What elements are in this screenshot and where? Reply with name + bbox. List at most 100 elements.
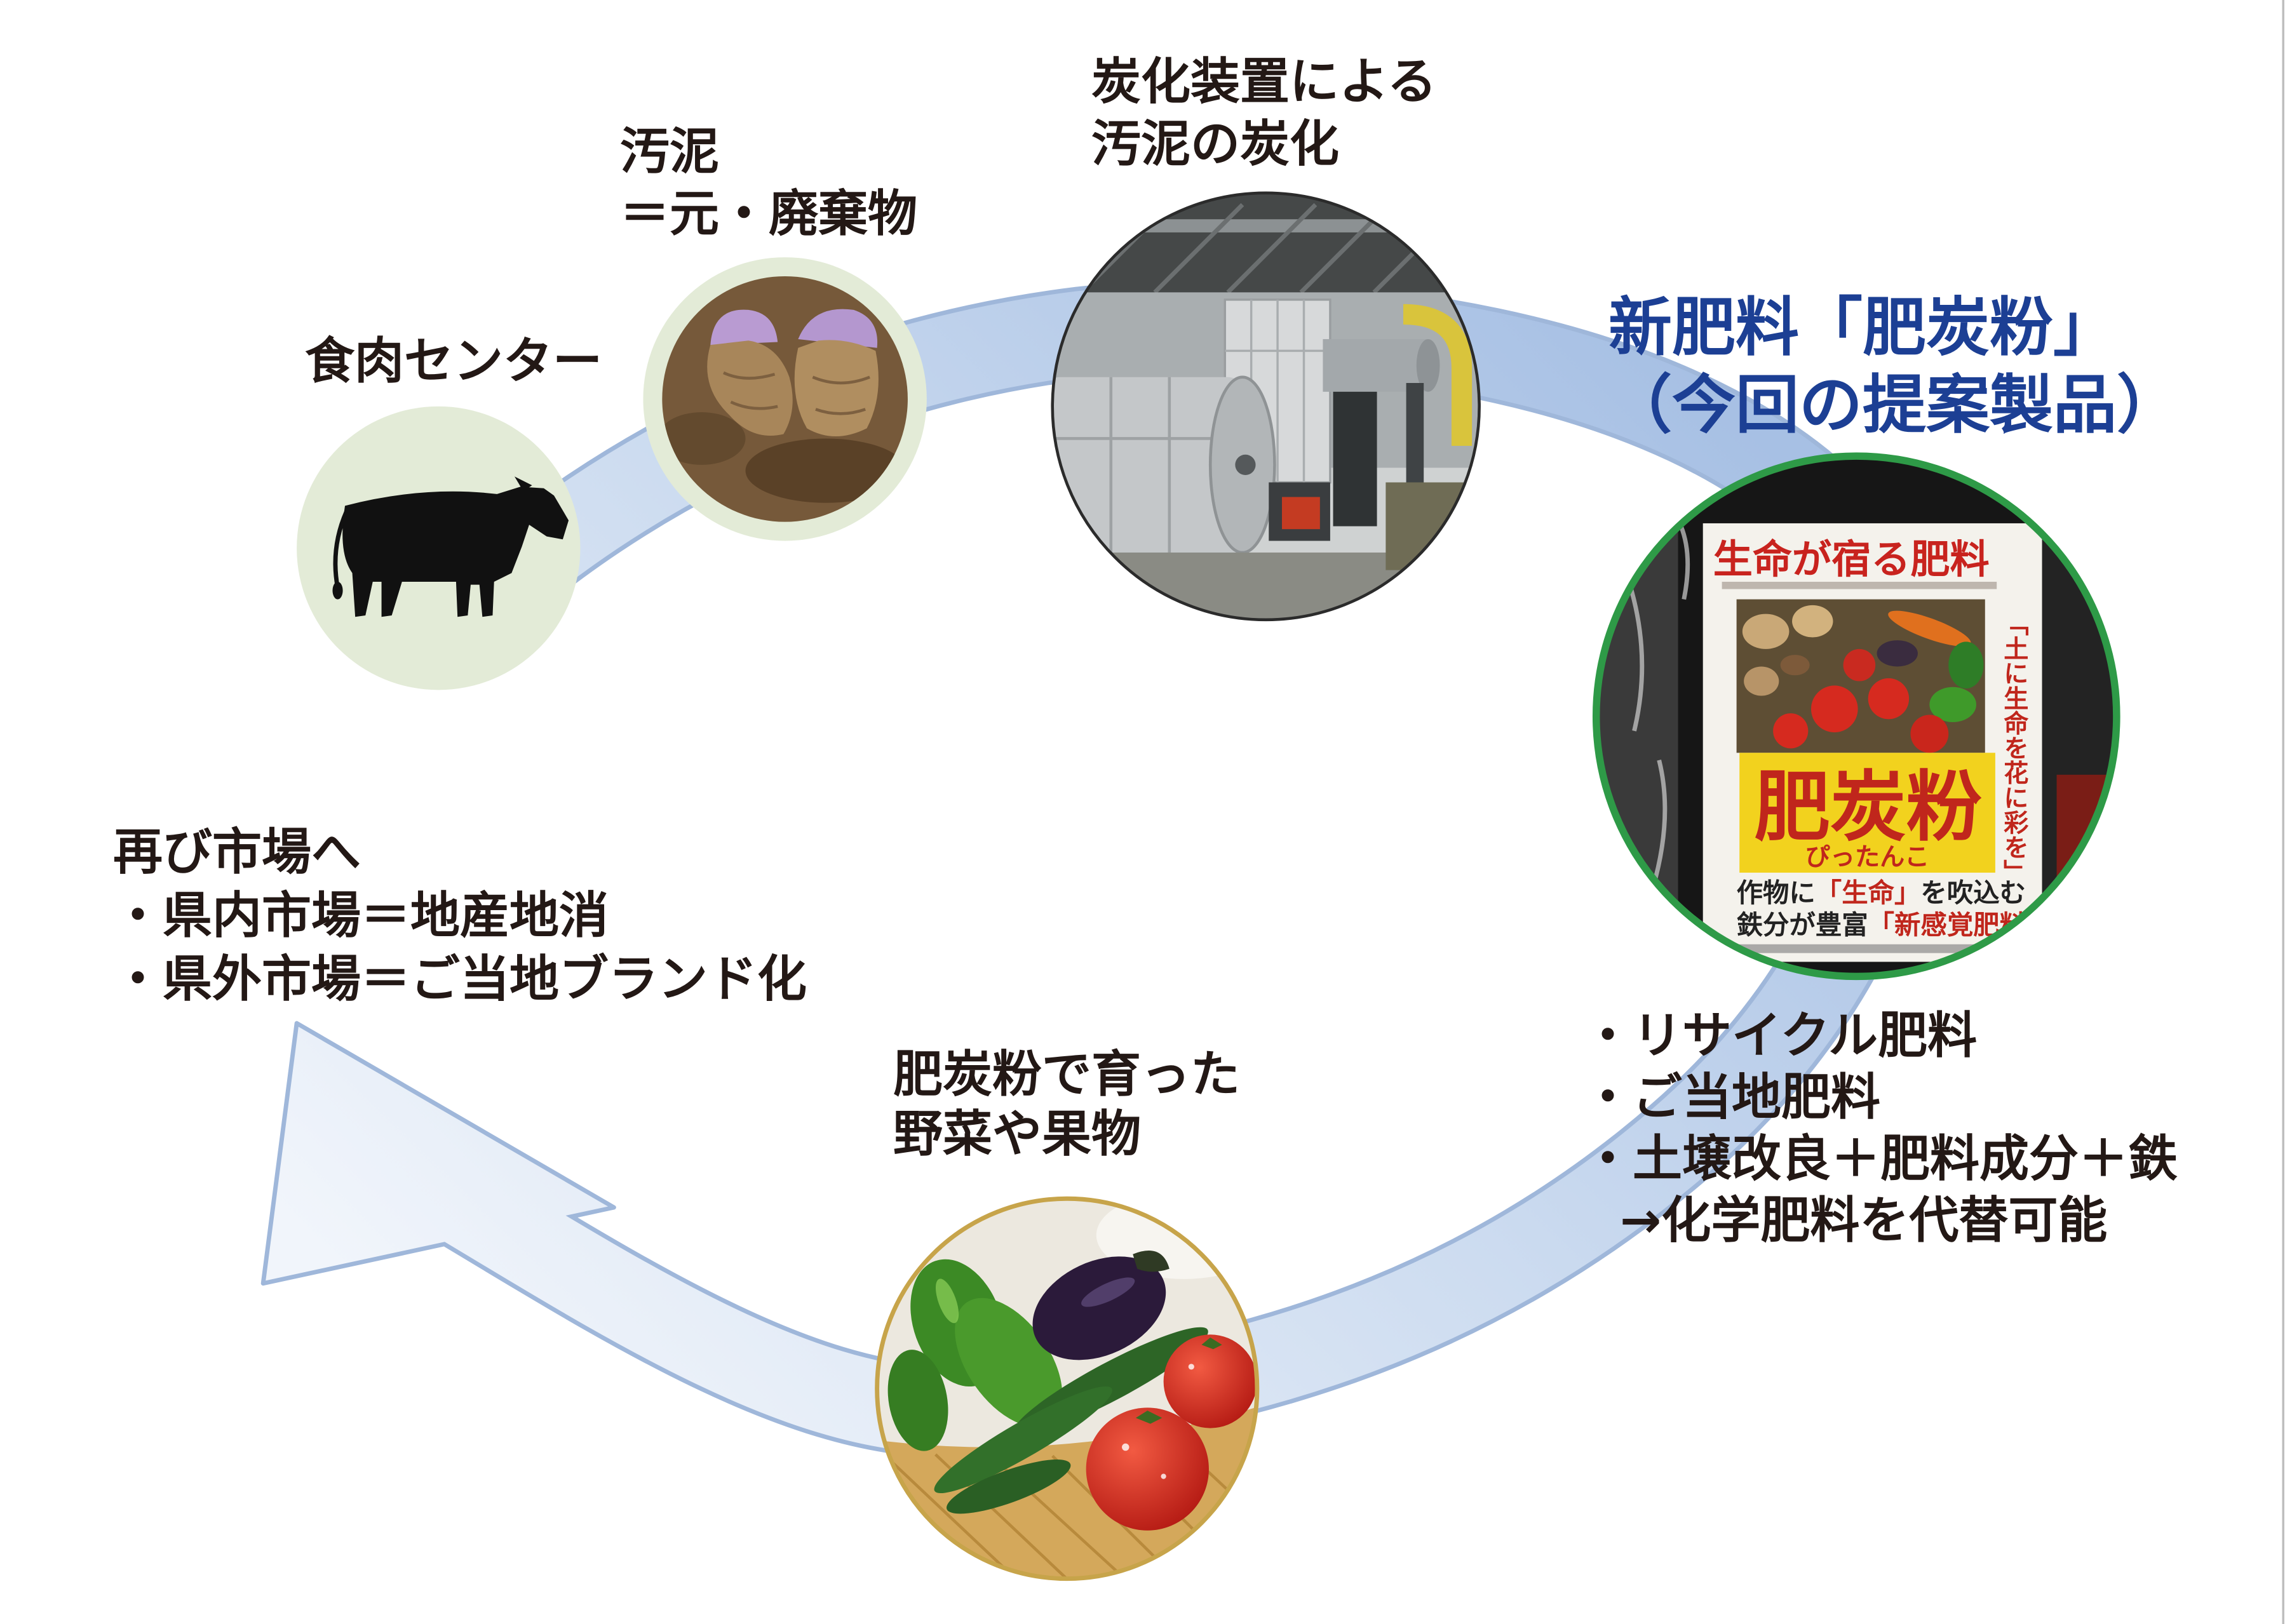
bag-potato-2 xyxy=(1792,605,1833,638)
feature-replace-chemical: →化学肥料を代替可能 xyxy=(1620,1192,2108,1249)
bag-line-1: 作物に「生命」を吹込む xyxy=(1737,877,2026,908)
bag-line-1-post: を吹込む xyxy=(1920,877,2026,908)
market-item-local: ・県内市場＝地産地消 xyxy=(113,887,609,944)
bag-tomato-3 xyxy=(1910,715,1949,753)
cow-ear xyxy=(514,476,532,492)
bag-sheen xyxy=(1628,525,1690,892)
bag-line-2-pre: 鉄分が豊富 xyxy=(1737,909,1868,941)
vegetables-line-2: 野菜や果物 xyxy=(893,1106,1142,1163)
bag-line-1-red: 「生命」 xyxy=(1816,877,1921,908)
bag-tomato-2 xyxy=(1868,678,1910,720)
veg-droplet-3 xyxy=(1161,1473,1166,1479)
machine-yard xyxy=(1385,482,1480,570)
meat-center-circle xyxy=(297,406,581,690)
feature-local: ・ご当地肥料 xyxy=(1583,1069,1881,1126)
bag-right-side xyxy=(2042,456,2117,977)
machine-ceiling xyxy=(1052,192,1480,297)
machine-yellow-pipe xyxy=(1403,304,1473,446)
sludge-line-2: ＝元・廃棄物 xyxy=(620,185,918,243)
carbonization-machine-photo xyxy=(1052,192,1480,620)
vegetables-line-1: 肥炭粉で育った xyxy=(893,1046,1241,1103)
veg-droplet-2 xyxy=(1122,1443,1129,1451)
bag-subline xyxy=(1722,582,1997,589)
veg-pepper-highlight xyxy=(935,1278,959,1324)
bag-greens xyxy=(1948,641,1984,689)
product-circle: 生命が宿る肥料 肥炭粉 ぴったんこ 「土に生命を花に xyxy=(1592,452,2120,981)
veg-pepper-3 xyxy=(887,1350,948,1451)
market-item-outside: ・県外市場＝ご当地ブランド化 xyxy=(113,951,807,1008)
vegetables-circle-border xyxy=(875,1196,1260,1581)
machine-duct xyxy=(1323,339,1429,392)
bag-tomato xyxy=(1810,685,1858,733)
bag-potato-3 xyxy=(1744,666,1779,696)
new-fertilizer-title: 新肥料「肥炭粉」 （今回の提案製品） xyxy=(1608,289,2180,444)
sludge-photo xyxy=(662,276,908,522)
machine-burner xyxy=(1281,497,1320,530)
bag-name-box xyxy=(1739,753,1995,873)
bag-product-reading: ぴったんこ xyxy=(1805,843,1930,872)
right-glove xyxy=(798,309,878,348)
machine-ground xyxy=(1052,552,1480,620)
bag-company-line xyxy=(1725,944,2025,953)
feature-soil: ・土壌改良＋肥料成分＋鉄 xyxy=(1583,1131,2178,1188)
carbonization-line-2: 汚泥の炭化 xyxy=(1091,116,1340,173)
bag-vegetable-image xyxy=(1736,599,1985,753)
sludge-circle xyxy=(643,257,927,541)
bag-tomato-5 xyxy=(1843,648,1876,681)
bag-tomato-4 xyxy=(1773,713,1809,749)
bag-vertical-slogan: 「土に生命を花に彩を」 xyxy=(2000,611,2029,884)
bag-pepper xyxy=(1929,687,1976,722)
cow-tail xyxy=(333,511,349,588)
bag-line-2: 鉄分が豊富「新感覚肥料 xyxy=(1737,909,2026,941)
veg-tomato-calyx xyxy=(1201,1337,1222,1350)
sludge-dark-patch-2 xyxy=(662,412,746,465)
veg-cucumber-3 xyxy=(947,1459,1071,1514)
machine-tank xyxy=(1052,377,1243,556)
sludge-label: 汚泥 ＝元・廃棄物 xyxy=(620,121,917,245)
bag-mushroom xyxy=(1780,655,1810,676)
bag-carrot xyxy=(1888,610,1971,647)
bag-headline: 生命が宿る肥料 xyxy=(1713,536,1990,582)
fertilizer-features-list: ・リサイクル肥料 ・ご当地肥料 ・土壌改良＋肥料成分＋鉄 →化学肥料を代替可能 xyxy=(1583,1005,2178,1252)
machine-frame xyxy=(1333,391,1377,527)
market-label: 再び市場へ ・県内市場＝地産地消 ・県外市場＝ご当地ブランド化 xyxy=(113,821,807,1011)
left-muddy-hand xyxy=(707,340,793,436)
product-circle-border xyxy=(1592,452,2120,981)
veg-tomato-2 xyxy=(1086,1407,1209,1531)
cow-tail-tuft xyxy=(332,582,343,600)
veg-droplet xyxy=(1188,1364,1194,1370)
bag-potato xyxy=(1742,614,1790,649)
machine-ceiling-beams xyxy=(1080,203,1464,294)
cow-silhouette-icon xyxy=(332,476,569,617)
carbonization-line-1: 炭化装置による xyxy=(1091,53,1437,111)
veg-cucumber-2 xyxy=(934,1386,1112,1494)
carbonization-label: 炭化装置による 汚泥の炭化 xyxy=(1091,51,1437,175)
bag-eggplant xyxy=(1877,640,1918,667)
bag-line-1-pre: 作物に xyxy=(1737,877,1816,908)
veg-tomato-calyx-2 xyxy=(1135,1410,1163,1424)
new-fertilizer-line-1: 新肥料「肥炭粉」 xyxy=(1608,290,2117,365)
machine-tank-bands xyxy=(1052,377,1243,556)
sludge-dark-patch xyxy=(745,438,907,503)
veg-tomato xyxy=(1163,1334,1257,1428)
vegetables-label: 肥炭粉で育った 野菜や果物 xyxy=(893,1045,1240,1164)
machine-flange xyxy=(1235,454,1256,475)
carbonizer-circle xyxy=(1051,191,1481,622)
machine-skylight xyxy=(1110,219,1403,232)
new-fertilizer-line-2: （今回の提案製品） xyxy=(1608,368,2180,442)
market-title: 再び市場へ xyxy=(113,824,361,881)
cow-body xyxy=(342,487,569,617)
veg-eggplant-calyx xyxy=(1133,1251,1170,1272)
mud-texture xyxy=(723,371,870,415)
veg-eggplant-highlight xyxy=(1081,1277,1135,1307)
vegetables-photo xyxy=(877,1198,1257,1579)
vegetables-circle xyxy=(875,1196,1260,1581)
right-muddy-hand xyxy=(794,340,879,437)
sludge-line-1: 汚泥 xyxy=(620,123,720,180)
machine-duct-end xyxy=(1416,339,1440,392)
meat-center-label: 食肉センター xyxy=(305,333,603,390)
bag-product-name: 肥炭粉 xyxy=(1754,763,1982,852)
feature-recycle: ・リサイクル肥料 xyxy=(1583,1007,1978,1064)
carbonizer-circle-border xyxy=(1051,191,1481,622)
